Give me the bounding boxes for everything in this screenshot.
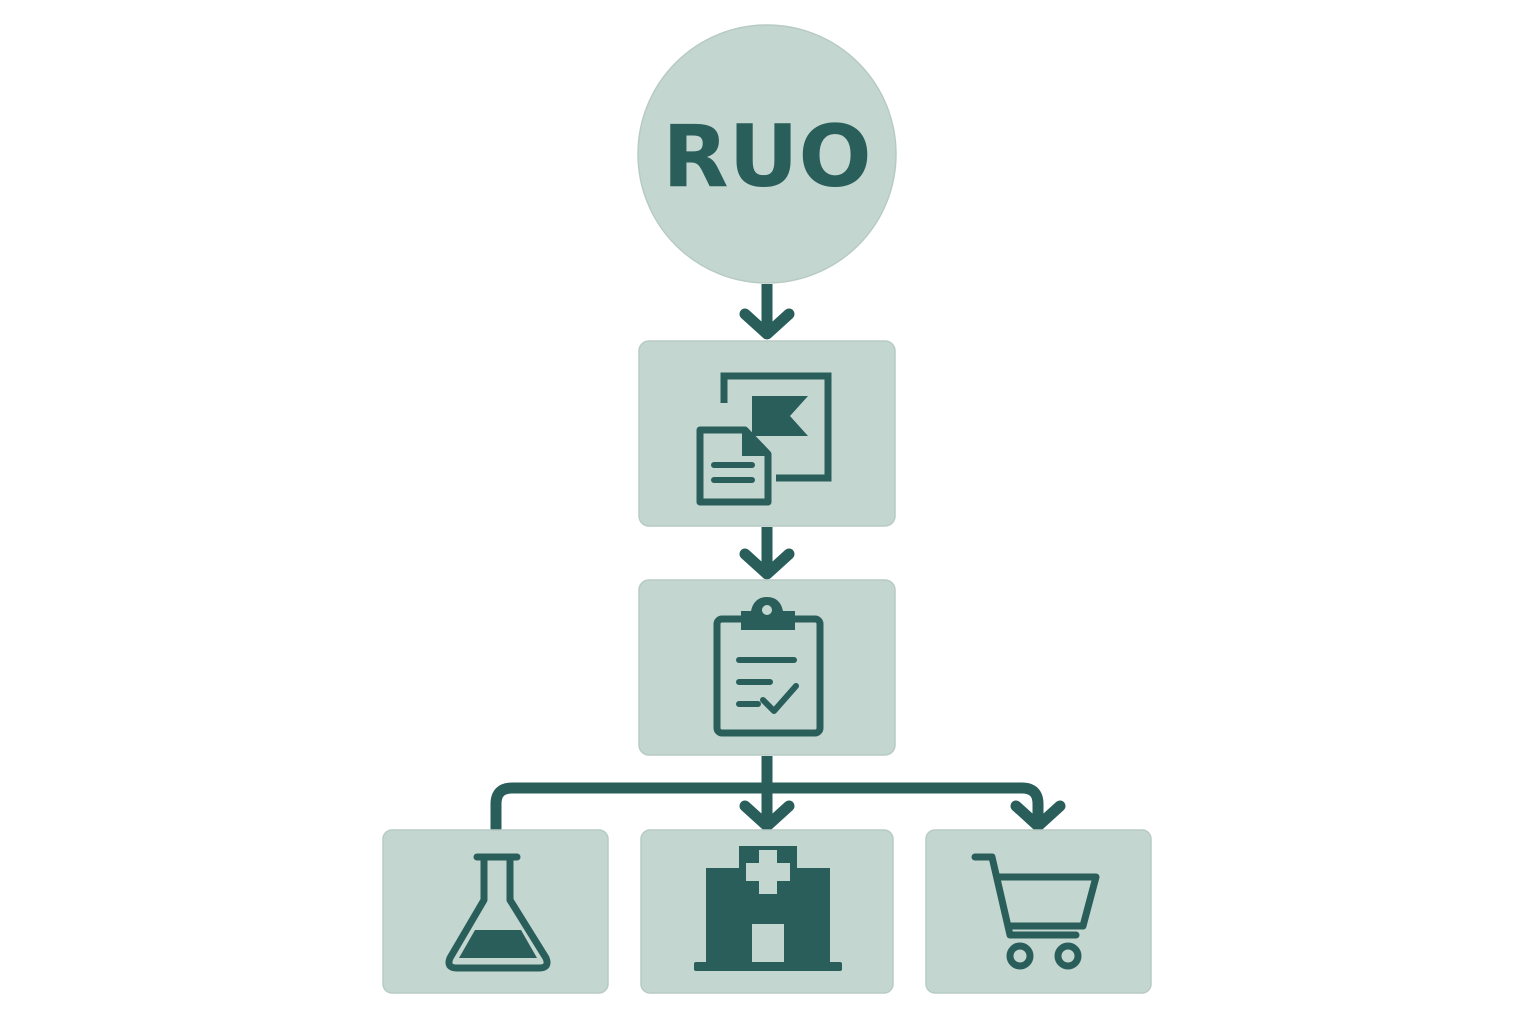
flask-icon <box>445 853 551 972</box>
root-node: RUO <box>637 24 897 284</box>
clipboard-check-icon <box>713 597 824 737</box>
connector-root-to-documentation <box>739 284 795 340</box>
documentation-node <box>638 340 896 527</box>
hospital-icon <box>694 846 842 971</box>
connector-documentation-to-compliance <box>739 527 795 580</box>
connectors <box>490 284 1066 834</box>
clinical-node <box>640 829 894 994</box>
connector-compliance-branches <box>490 756 1066 834</box>
root-label: RUO <box>662 107 871 207</box>
shopping-cart-icon <box>971 853 1100 970</box>
compliance-review-node <box>638 579 896 756</box>
document-flag-icon <box>696 372 832 506</box>
commercial-node <box>925 829 1152 994</box>
research-lab-node <box>382 829 609 994</box>
